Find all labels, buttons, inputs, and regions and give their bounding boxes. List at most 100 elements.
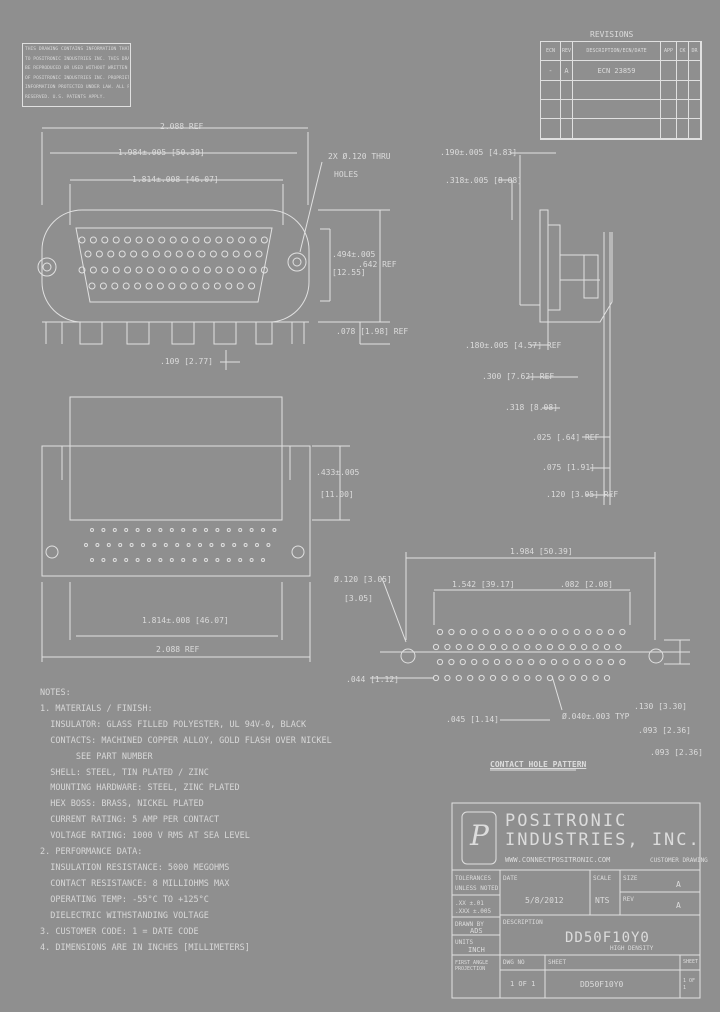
note-line: 1. MATERIALS / FINISH: (40, 703, 153, 714)
front-contact (89, 266, 97, 274)
front-contact (249, 266, 257, 274)
dim-hole-note: HOLES (334, 170, 359, 179)
size-label: SIZE (623, 875, 638, 882)
pattern-contact-hole (528, 628, 535, 636)
front-contact (255, 250, 263, 258)
front-contact (226, 266, 234, 274)
pattern-contact-hole (569, 643, 576, 651)
date-label: DATE (503, 875, 518, 882)
front-contact (99, 282, 107, 290)
pattern-contact-hole (539, 658, 546, 666)
front-contact (168, 282, 176, 290)
front-contact (107, 250, 115, 258)
bottom-contact (90, 528, 94, 532)
tolerance-value: UNLESS NOTED (455, 885, 499, 892)
front-contact (135, 236, 143, 244)
dim-board-offset: .318±.005 [8.08] (445, 176, 523, 185)
pattern-mount-hole-left (400, 648, 416, 664)
front-shell (75, 227, 273, 303)
note-line: HEX BOSS: BRASS, NICKEL PLATED (40, 799, 204, 810)
rev-label: REV (623, 896, 634, 903)
pattern-contact-hole (467, 643, 474, 651)
pattern-contact-hole (558, 643, 565, 651)
pattern-contact-hole (471, 628, 478, 636)
pattern-contact-hole (478, 674, 485, 682)
front-contact (209, 250, 217, 258)
bottom-contact (198, 543, 202, 547)
front-contact (158, 266, 166, 274)
bottom-contact (226, 528, 231, 532)
front-contact (158, 236, 166, 244)
pattern-contact-hole (546, 643, 554, 651)
front-contact (203, 266, 211, 274)
pattern-contact-hole (467, 674, 474, 682)
front-contact (122, 282, 130, 290)
front-contact (191, 282, 199, 290)
pattern-contact-hole (444, 643, 451, 651)
pattern-contact-hole (505, 658, 512, 666)
bottom-contact (90, 558, 94, 562)
pattern-contact-hole (592, 674, 599, 682)
revision-table-title: REVISIONS (590, 30, 634, 39)
pattern-contact-hole (619, 628, 626, 636)
front-tail-block-4 (213, 321, 237, 345)
pattern-contact-hole (436, 658, 444, 666)
front-contact (232, 250, 240, 258)
side-body (548, 224, 561, 311)
note-line: SEE PART NUMBER (40, 751, 153, 762)
pattern-contact-hole (581, 674, 588, 682)
dim-side-5: .075 [1.91] (542, 463, 595, 472)
pattern-contact-hole (546, 674, 554, 682)
dim-side-3: .318 [8.08] (505, 403, 558, 412)
proprietary-notice-line: OF POSITRONIC INDUSTRIES INC. PROPRIETAR… (25, 75, 129, 81)
bottom-contact (261, 528, 265, 532)
bottom-contact (215, 558, 220, 562)
proprietary-notice: THIS DRAWING CONTAINS INFORMATION THAT I… (25, 45, 129, 102)
proprietary-notice-line: THIS DRAWING CONTAINS INFORMATION THAT I… (25, 47, 129, 52)
bottom-contact (147, 528, 151, 532)
pattern-contact-hole (615, 643, 622, 651)
bottom-contact (175, 543, 180, 547)
bottom-contact (106, 543, 111, 547)
dim-pattern-right-b: .093 [2.36] (638, 726, 691, 735)
bottom-contact (152, 543, 157, 547)
front-contact (101, 236, 109, 244)
size-value: A (676, 880, 681, 889)
pattern-contact-hole (524, 643, 531, 651)
contact-pins (78, 236, 626, 682)
bottom-contact (181, 558, 186, 562)
scale-value: NTS (595, 896, 610, 905)
bottom-contact (147, 558, 151, 562)
front-contact (192, 266, 200, 274)
bottom-contact (192, 528, 197, 532)
bottom-contact (204, 558, 208, 562)
front-contact (118, 250, 126, 258)
pattern-contact-hole (471, 658, 478, 666)
front-contact (192, 236, 200, 244)
note-line: 2. PERFORMANCE DATA: (40, 847, 143, 858)
note-line: VOLTAGE RATING: 1000 V RMS AT SEA LEVEL (40, 831, 250, 842)
pattern-contact-hole (455, 643, 462, 651)
front-tail-block-1 (79, 321, 103, 345)
company-name-line2: INDUSTRIES, INC. (505, 830, 701, 850)
front-tail-block-2 (126, 321, 150, 345)
contact-hole-pattern-title: CONTACT HOLE PATTERN (490, 760, 587, 769)
side-shell (540, 232, 613, 323)
bottom-contact (181, 528, 186, 532)
drawing-notes: NOTES:1. MATERIALS / FINISH: INSULATOR: … (40, 686, 340, 956)
proprietary-notice-line: INFORMATION PROTECTED UNDER LAW. ALL RIG… (25, 85, 129, 90)
bottom-contact (261, 558, 265, 562)
bottom-contact (255, 543, 259, 547)
pattern-contact-hole (478, 643, 485, 651)
sh-value: 1 OF 1 (683, 978, 696, 991)
tolerance-value-2: .XX ±.01 (455, 900, 484, 907)
front-contact (181, 236, 189, 244)
date-value: 5/8/2012 (525, 896, 564, 905)
front-contact (226, 236, 234, 244)
pattern-contact-hole (550, 628, 558, 636)
bottom-contact (169, 558, 174, 562)
pattern-contact-hole (573, 628, 580, 636)
note-line: CONTACTS: MACHINED COPPER ALLOY, GOLD FL… (40, 735, 332, 746)
dim-pattern-row: .044 [1.12] (346, 675, 399, 684)
